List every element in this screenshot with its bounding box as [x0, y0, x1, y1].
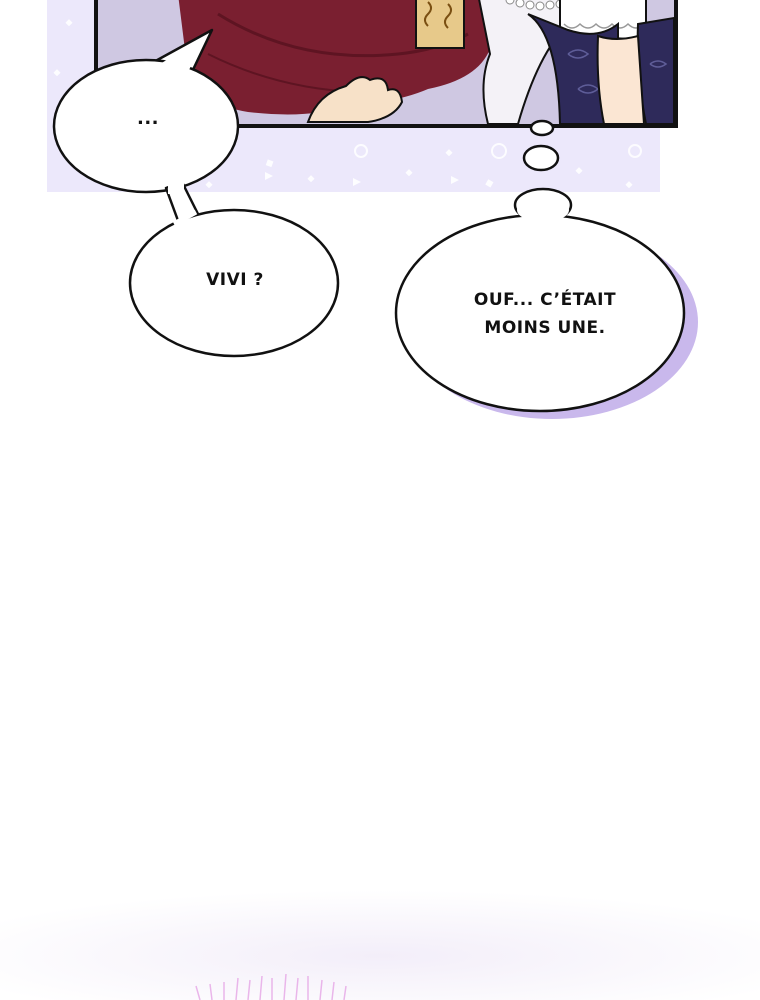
- thought-bubble-ouf: [394, 198, 698, 419]
- bubble-text-ouf-line-1: OUF... C’ÉTAIT: [473, 290, 617, 310]
- bubble-text-ouf: OUF... C’ÉTAIT MOINS UNE.: [440, 286, 650, 342]
- panel-illustration: [98, 0, 674, 124]
- sparkle-pattern: [53, 19, 642, 189]
- speech-bubble-vivi: [128, 208, 340, 358]
- bottom-glow: [0, 890, 760, 1000]
- bubble-text-ellipsis: ...: [136, 108, 159, 129]
- speech-bubble-ellipsis: [52, 28, 240, 194]
- bubble-text-ouf-line-2: MOINS UNE.: [484, 318, 606, 338]
- bubble-text-vivi: VIVI ?: [206, 270, 264, 290]
